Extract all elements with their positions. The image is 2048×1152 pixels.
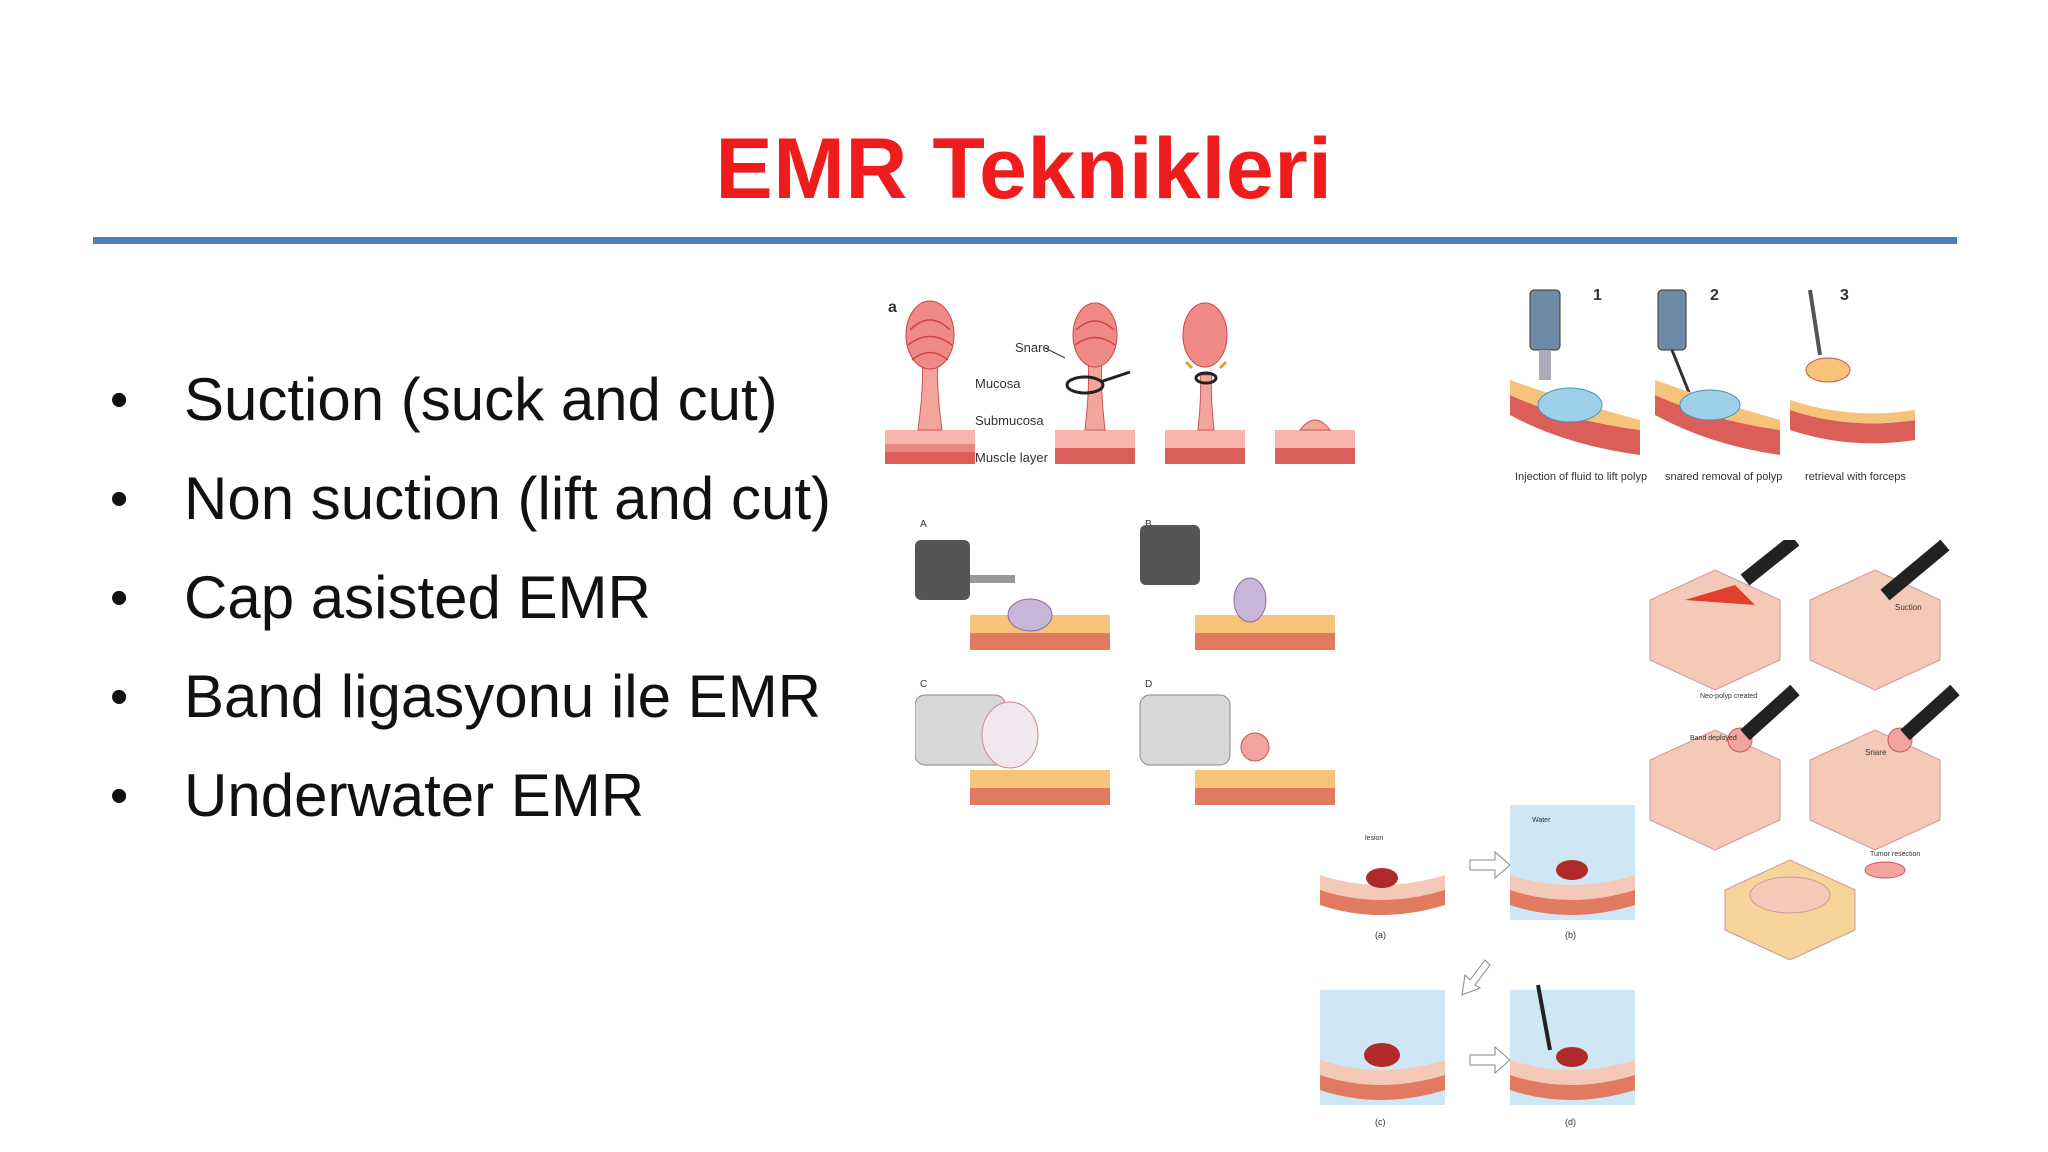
bullet-item: • Cap asisted EMR <box>106 558 831 657</box>
underwater-emr-figure: lesion (a) Water (b) (c) <box>1320 800 1640 1130</box>
bullet-dot-icon: • <box>110 569 129 627</box>
title-divider <box>93 237 1957 244</box>
slide-title: EMR Teknikleri <box>715 121 1333 217</box>
svg-text:Band deployed: Band deployed <box>1690 735 1737 742</box>
muscle-label: Muscle layer <box>975 450 1049 465</box>
svg-text:(d): (d) <box>1565 1117 1576 1127</box>
panel-letter: a <box>888 299 897 316</box>
bullet-text: Band ligasyonu ile EMR <box>184 663 822 730</box>
bullet-dot-icon: • <box>110 668 129 726</box>
lift-and-cut-figure: 1 2 3 Injection of fluid to lift polyp s… <box>1505 280 1945 490</box>
svg-text:2: 2 <box>1710 287 1719 304</box>
lift-caption: Injection of fluid to lift polyp <box>1515 471 1647 483</box>
bullet-dot-icon: • <box>110 470 129 528</box>
svg-text:Suction: Suction <box>1895 603 1922 612</box>
bullet-dot-icon: • <box>110 767 129 825</box>
bullet-item: • Non suction (lift and cut) <box>106 459 831 558</box>
svg-text:C: C <box>920 679 927 690</box>
svg-text:lesion: lesion <box>1365 835 1383 842</box>
bullet-item: • Suction (suck and cut) <box>106 360 831 459</box>
suction-diagram-figure: a <box>880 290 1370 480</box>
svg-text:Water: Water <box>1532 817 1551 824</box>
bullet-item: • Underwater EMR <box>106 756 831 855</box>
band-ligation-figure: Suction Neo-polyp created Band deployed … <box>1645 540 1975 960</box>
svg-text:D: D <box>1145 679 1152 690</box>
retrieval-caption: retrieval with forceps <box>1805 471 1906 483</box>
svg-text:Tumor resection: Tumor resection <box>1870 851 1920 858</box>
snare-caption: snared removal of polyp <box>1665 471 1782 483</box>
bullet-text: Non suction (lift and cut) <box>184 465 831 532</box>
bullet-dot-icon: • <box>110 371 129 429</box>
svg-text:A: A <box>920 519 927 530</box>
svg-text:(b): (b) <box>1565 930 1576 940</box>
bullet-item: • Band ligasyonu ile EMR <box>106 657 831 756</box>
svg-text:Snare: Snare <box>1865 748 1887 757</box>
snare-label: Snare <box>1015 340 1050 355</box>
svg-text:(a): (a) <box>1375 930 1386 940</box>
bullet-text: Cap asisted EMR <box>184 564 651 631</box>
bullet-text: Suction (suck and cut) <box>184 366 778 433</box>
mucosa-label: Mucosa <box>975 376 1021 391</box>
svg-text:B: B <box>1145 519 1152 530</box>
bullet-list: • Suction (suck and cut) • Non suction (li… <box>106 360 831 855</box>
bullet-text: Underwater EMR <box>184 762 645 829</box>
svg-text:Neo-polyp created: Neo-polyp created <box>1700 693 1757 700</box>
submucosa-label: Submucosa <box>975 413 1044 428</box>
svg-text:3: 3 <box>1840 287 1849 304</box>
cap-emr-figure: A B C D <box>915 515 1335 815</box>
svg-text:(c): (c) <box>1375 1117 1386 1127</box>
svg-text:1: 1 <box>1593 287 1602 304</box>
